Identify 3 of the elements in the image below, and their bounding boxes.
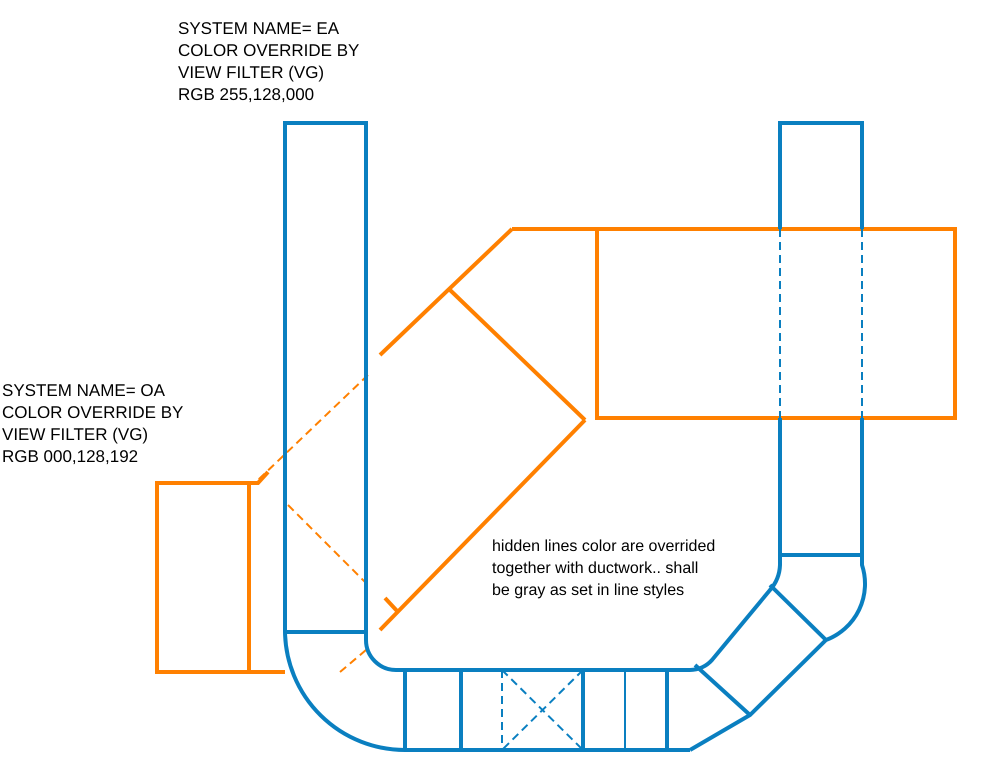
note-text: SYSTEM NAME= EA COLOR OVERRIDE BY VIEW FILTER (VG) RGB 255,128,000 bbox=[178, 18, 360, 106]
note-text: hidden lines color are overrided together with ductwork.. shall be gray as set in line styles bbox=[492, 537, 716, 601]
note-text: SYSTEM NAME= OA COLOR OVERRIDE BY VIEW FILTER (VG) RGB 000,128,192 bbox=[2, 380, 184, 468]
